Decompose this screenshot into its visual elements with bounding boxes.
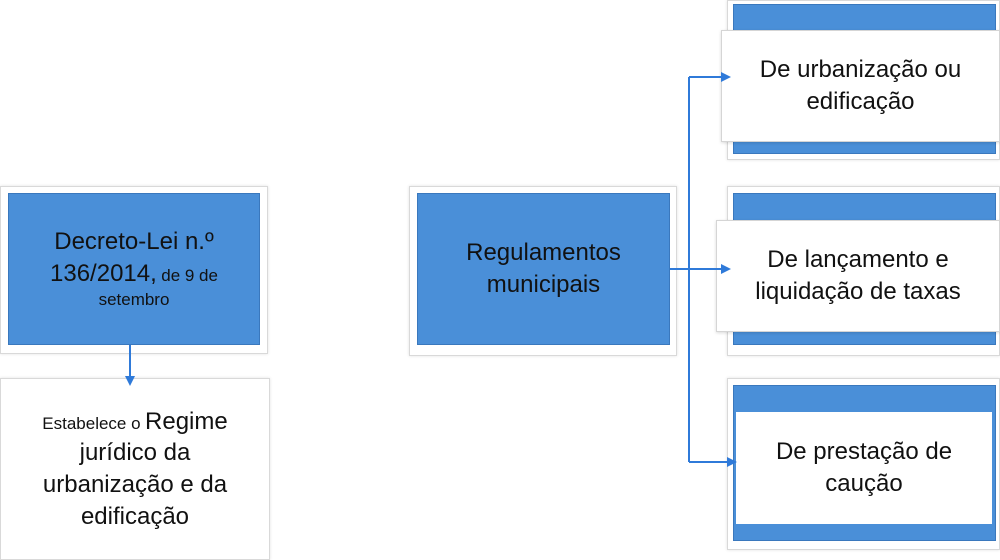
regime-line1: Estabelece o Regime bbox=[42, 406, 227, 438]
item-1-text: De urbanização ou edificação bbox=[721, 30, 1000, 142]
decree-node bbox=[8, 193, 260, 345]
regime-line4: edificação bbox=[80, 502, 190, 530]
regime-line3: urbanização e da bbox=[42, 471, 228, 498]
item-3-line2: caução bbox=[825, 470, 903, 497]
decree-line3: setembro bbox=[98, 290, 170, 310]
decree-line2-number: 136/2014, bbox=[50, 259, 157, 287]
item-1-card bbox=[721, 30, 1000, 142]
regime-line1-big: Regime bbox=[145, 407, 228, 435]
item-3-card bbox=[736, 412, 992, 524]
decree-line1: Decreto-Lei n.º bbox=[54, 228, 214, 256]
item-2-line2: liquidação de taxas bbox=[755, 278, 961, 305]
regime-line2: jurídico da bbox=[79, 439, 191, 467]
item-3-line1: De prestação de bbox=[775, 438, 953, 466]
decree-line2: 136/2014, de 9 de bbox=[50, 258, 218, 290]
item-2-line1: De lançamento e bbox=[767, 246, 949, 274]
regime-line1-small: Estabelece o bbox=[42, 413, 141, 433]
regulations-line2: municipais bbox=[486, 271, 601, 298]
decree-line2-date: de 9 de bbox=[161, 265, 218, 285]
item-1-line2: edificação bbox=[806, 88, 915, 115]
regulations-node-text: Regulamentos municipais bbox=[417, 193, 670, 345]
item-2-text: De lançamento e liquidação de taxas bbox=[716, 220, 1000, 332]
decree-node-text: Decreto-Lei n.º 136/2014, de 9 de setemb… bbox=[8, 193, 260, 345]
regulations-line1: Regulamentos bbox=[466, 239, 621, 267]
item-2-card bbox=[716, 220, 1000, 332]
item-1-line1: De urbanização ou bbox=[759, 56, 962, 84]
regulations-node bbox=[417, 193, 670, 345]
item-3-text: De prestação de caução bbox=[736, 412, 992, 524]
regime-node-text: Estabelece o Regime jurídico da urbaniza… bbox=[0, 384, 270, 554]
